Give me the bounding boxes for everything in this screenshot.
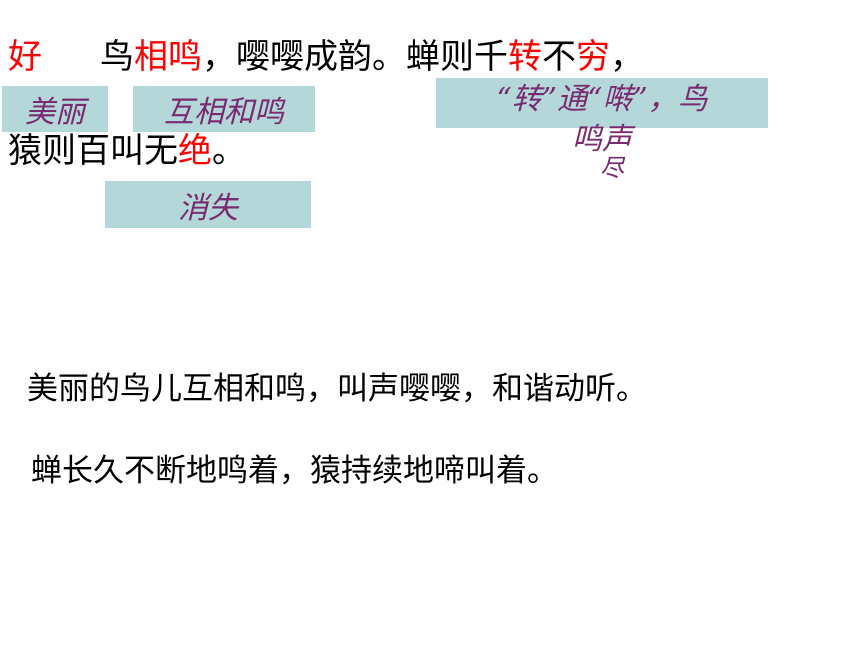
translation-line-1: 美丽的鸟儿互相和鸣，叫声嘤嘤，和谐动听。: [27, 371, 647, 407]
note-text: 美丽: [25, 95, 85, 130]
passage-line-1: 好 鸟相鸣，嘤嘤成韵。蝉则千转不穷，: [8, 40, 644, 74]
note-text: “转”通“啭”，鸟: [496, 82, 708, 117]
passage-word: ，嘤嘤成韵。蝉则千: [202, 37, 508, 77]
note-mei-li: 美丽: [2, 86, 108, 132]
note-xiao-shi: 消失: [105, 181, 311, 228]
note-text: 消失: [178, 190, 238, 226]
passage-word: 猿则百叫无: [8, 131, 178, 171]
note-zhuan-overflow: 尽: [600, 154, 624, 182]
passage-word: 好: [8, 37, 42, 77]
note-text: 互相和鸣: [164, 95, 284, 130]
note-hu-xiang-he-ming: 互相和鸣: [133, 86, 315, 132]
passage-word: 鸟: [100, 37, 134, 77]
passage-word: 不: [542, 37, 576, 77]
passage-word: 绝: [178, 131, 212, 171]
note-zhuan: “转”通“啭”，鸟 鸣声: [436, 78, 768, 155]
translation-line-2: 蝉长久不断地鸣着，猿持续地啼叫着。: [31, 453, 558, 489]
passage-line-2: 猿则百叫无绝。: [8, 134, 246, 168]
passage-word: ，: [610, 37, 644, 77]
passage-word: 相鸣: [134, 37, 202, 77]
passage-word: 穷: [576, 37, 610, 77]
note-text: 鸣声: [572, 121, 632, 157]
passage-word: 。: [212, 131, 246, 171]
passage-word: 转: [508, 37, 542, 77]
